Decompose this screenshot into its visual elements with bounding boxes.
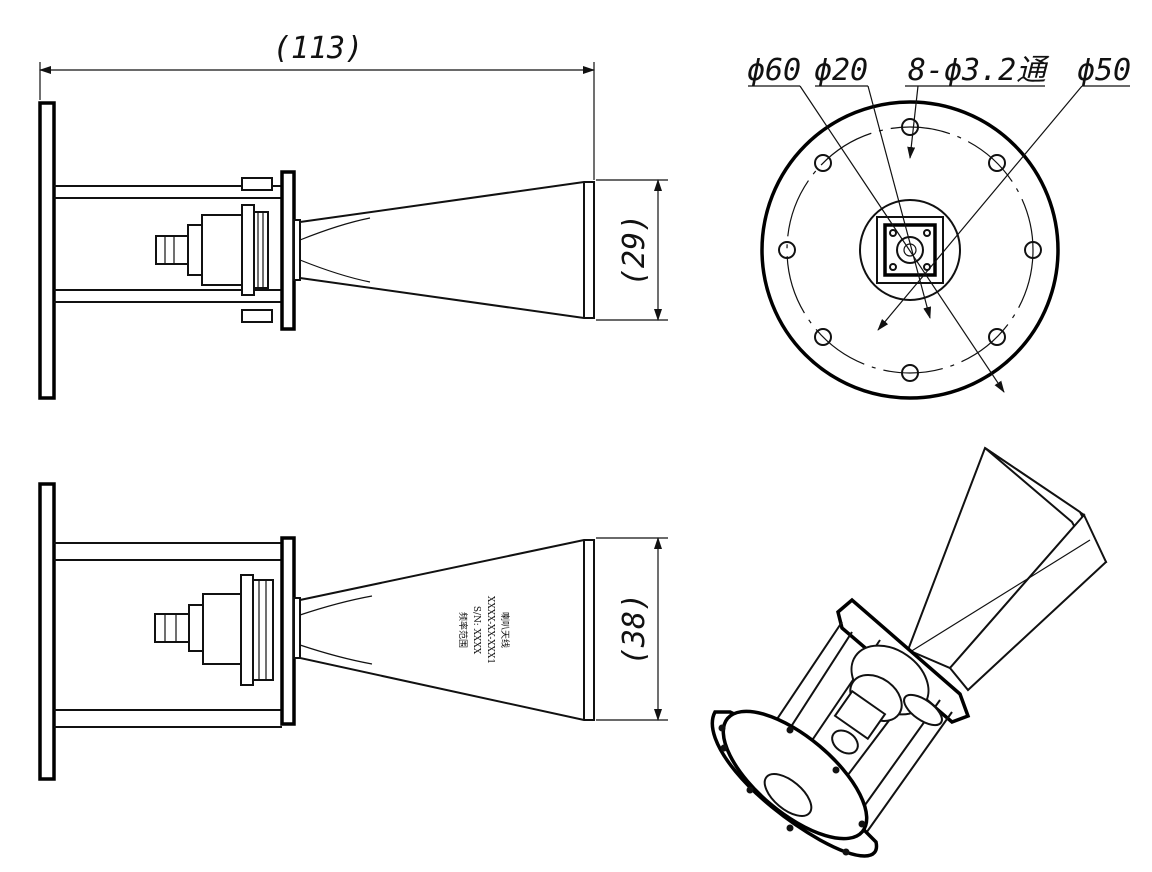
nameplate-line-3: S/N: XXXX: [471, 606, 481, 655]
dim-overall-length: (113): [273, 31, 363, 66]
dim-bolt-circle: ϕ50: [1077, 53, 1131, 88]
front-view: ϕ60 ϕ20 8-ϕ3.2通 ϕ50: [747, 53, 1131, 400]
dim-aperture-29: (29): [617, 214, 652, 286]
horn-bottom: [299, 539, 595, 721]
base-flange-bottom: [38, 482, 56, 781]
nameplate-line-4: 频率范围: [457, 612, 469, 648]
nameplate-line-1: 喇叭天线: [499, 612, 511, 648]
front-plate: [280, 170, 296, 331]
mount-hole: [778, 241, 796, 259]
sma-connector-bottom: [154, 574, 274, 686]
nameplate: 喇叭天线 XXXX-XX-XXX1 S/N: XXXX 频率范围: [457, 596, 511, 664]
front-plate-bottom: [280, 536, 296, 726]
sma-connector: [155, 204, 269, 296]
mount-hole: [1024, 241, 1042, 259]
iso-base-flange: [710, 709, 879, 858]
connector-flange: [883, 223, 937, 277]
mount-hole: [814, 328, 832, 346]
base-flange: [38, 101, 56, 400]
mount-hole: [901, 364, 919, 382]
dim-dia-outer: ϕ60: [747, 53, 801, 88]
dim-holes: 8-ϕ3.2通: [908, 53, 1050, 88]
horn: [299, 181, 595, 319]
mount-hole: [988, 154, 1006, 172]
mount-hole: [814, 154, 832, 172]
nameplate-line-2: XXXX-XX-XXX1: [485, 596, 495, 664]
iso-horn: [906, 446, 1108, 692]
dim-dia-boss: ϕ20: [814, 53, 868, 88]
mount-hole: [901, 118, 919, 136]
isometric-view: [710, 446, 1108, 858]
bolt-circle: [786, 126, 1034, 374]
dim-aperture-38: (38): [617, 593, 652, 665]
mount-hole: [988, 328, 1006, 346]
side-view-bottom: 喇叭天线 XXXX-XX-XXX1 S/N: XXXX 频率范围 (38): [38, 482, 668, 781]
side-view-top: (113) (29): [38, 31, 668, 400]
